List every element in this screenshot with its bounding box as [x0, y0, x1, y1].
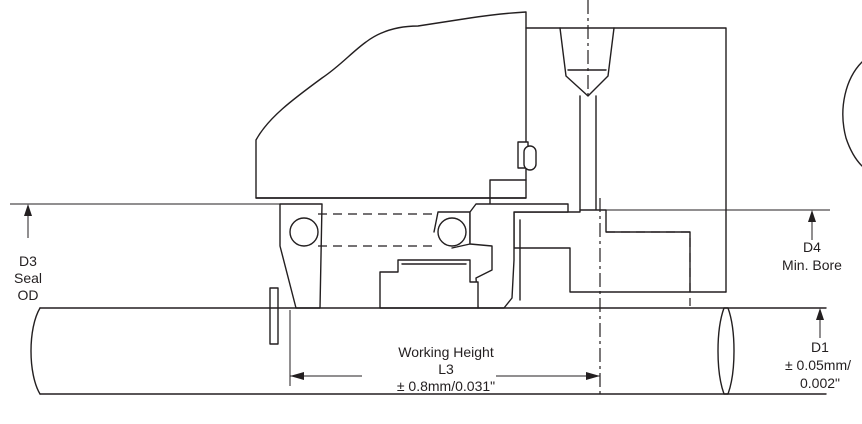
d3-label: D3 [19, 253, 37, 269]
rotating-seal-assembly [269, 203, 569, 345]
bore-housing [489, 0, 727, 293]
d3-dimension [10, 203, 280, 238]
l3-tolerance-label: ± 0.8mm/0.031" [397, 378, 495, 394]
working-height-label: Working Height [398, 344, 494, 360]
l3-label: L3 [438, 361, 454, 377]
d4-label: D4 [803, 239, 821, 255]
gland-o-ring [517, 141, 537, 171]
partial-ring-outline [842, 61, 862, 167]
d4-min-bore-label: Min. Bore [782, 257, 842, 273]
d1-label: D1 [811, 339, 829, 355]
d3-seal-label: Seal [14, 270, 42, 286]
working-height-dimension [289, 310, 600, 386]
d1-tolerance-label: ± 0.05mm/ [785, 357, 851, 373]
d4-dimension [808, 210, 816, 240]
d3-od-label: OD [18, 287, 39, 303]
stationary-seat [489, 198, 727, 306]
d1-dimension [816, 308, 824, 338]
shaft [30, 198, 827, 395]
gland-housing [255, 11, 527, 199]
d1-tolerance-inch-label: 0.002" [800, 375, 840, 391]
